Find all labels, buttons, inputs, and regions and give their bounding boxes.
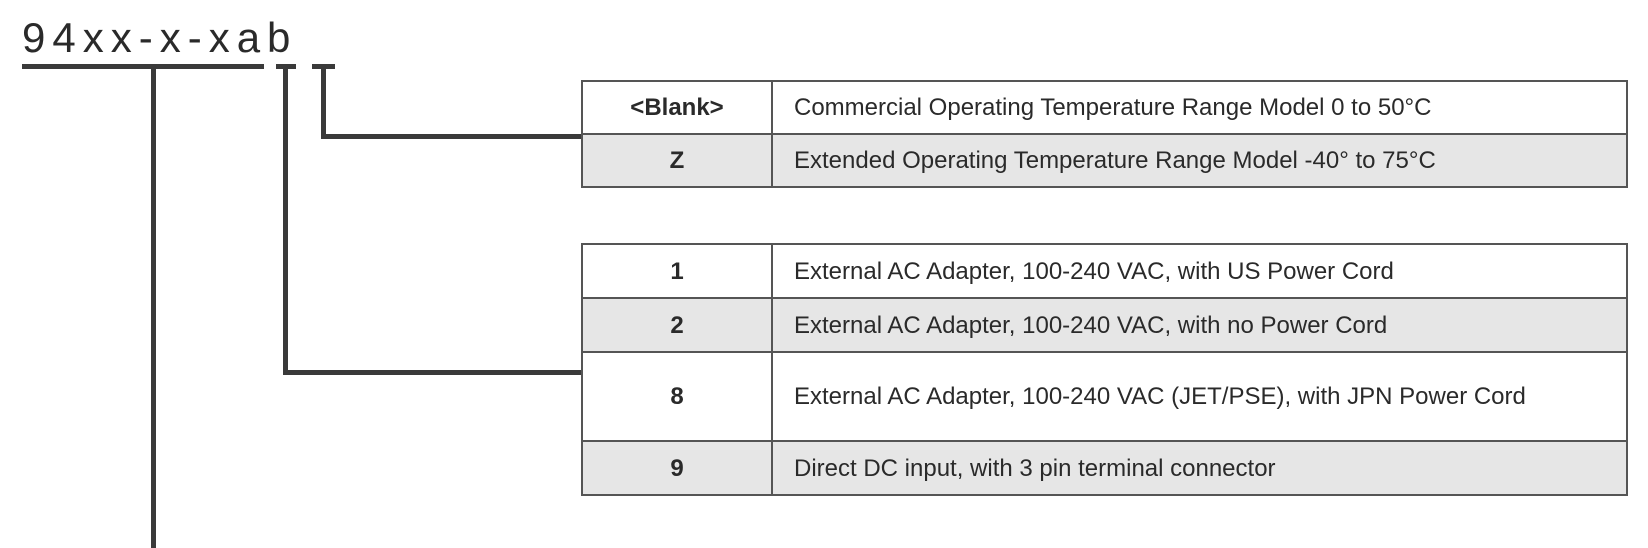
option-description: External AC Adapter, 100-240 VAC (JET/PS… [771, 351, 1628, 442]
option-code: 8 [581, 351, 773, 442]
option-code: <Blank> [581, 80, 773, 135]
table-row: <Blank> Commercial Operating Temperature… [581, 80, 1628, 135]
table-row: Z Extended Operating Temperature Range M… [581, 133, 1628, 188]
option-code: 2 [581, 297, 773, 353]
part-number: 94xx-x-xab [22, 14, 298, 61]
table-row: 1 External AC Adapter, 100-240 VAC, with… [581, 243, 1628, 299]
option-code: Z [581, 133, 773, 188]
option-description: Commercial Operating Temperature Range M… [771, 80, 1628, 135]
option-code: 9 [581, 440, 773, 496]
table-row: 8 External AC Adapter, 100-240 VAC (JET/… [581, 351, 1628, 442]
option-description: Direct DC input, with 3 pin terminal con… [771, 440, 1628, 496]
connector-power [283, 64, 288, 375]
underline-model-series [22, 64, 264, 69]
connector-temperature [321, 64, 326, 139]
option-description: External AC Adapter, 100-240 VAC, with n… [771, 297, 1628, 353]
table-row: 9 Direct DC input, with 3 pin terminal c… [581, 440, 1628, 496]
temperature-options-table: <Blank> Commercial Operating Temperature… [581, 80, 1628, 188]
option-code: 1 [581, 243, 773, 299]
option-description: Extended Operating Temperature Range Mod… [771, 133, 1628, 188]
connector-temperature [321, 134, 583, 139]
connector-power [283, 370, 583, 375]
power-options-table: 1 External AC Adapter, 100-240 VAC, with… [581, 243, 1628, 496]
connector-model-series [151, 64, 156, 548]
option-description: External AC Adapter, 100-240 VAC, with U… [771, 243, 1628, 299]
table-row: 2 External AC Adapter, 100-240 VAC, with… [581, 297, 1628, 353]
